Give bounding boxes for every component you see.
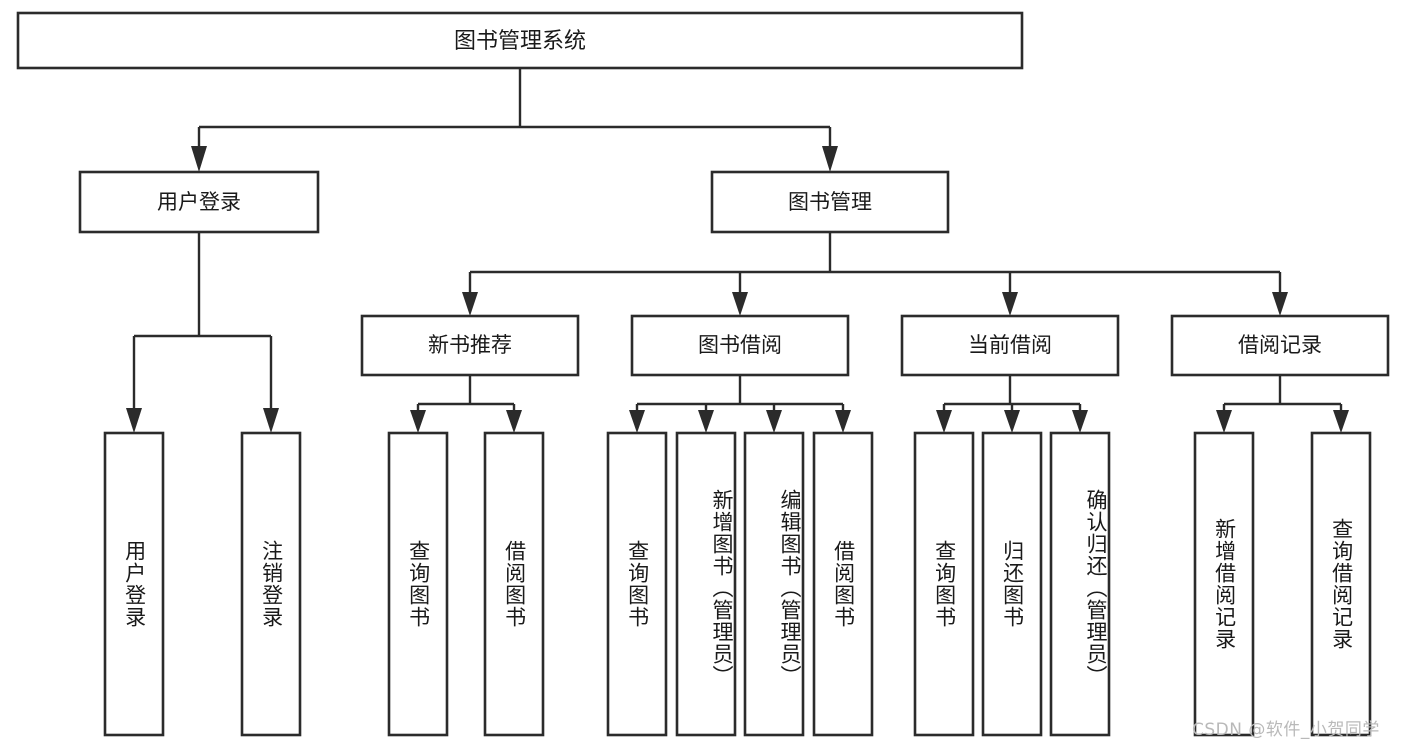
node-book-borrow-label: 图书借阅	[698, 333, 782, 357]
leaf-box-confirm-return-admin[interactable]	[1049, 431, 1111, 737]
leaf-box-borrow-book-2[interactable]	[812, 431, 874, 737]
connector-newbook-to-leaves	[410, 375, 522, 433]
arrow-head-borrowrecord-leaf1	[1216, 410, 1232, 433]
arrow-head-newbook-leaf2	[506, 410, 522, 433]
node-book-management-box[interactable]	[710, 170, 950, 234]
node-borrow-record-label: 借阅记录	[1238, 333, 1322, 357]
node-new-book-recommend-label: 新书推荐	[428, 333, 512, 357]
node-user-login-box[interactable]	[78, 170, 320, 234]
connector-currentborrow-to-leaves	[936, 375, 1088, 433]
leaf-box-add-book-admin[interactable]	[675, 431, 737, 737]
arrow-head-new-book	[462, 292, 478, 316]
node-new-book-recommend-box[interactable]	[360, 314, 580, 377]
arrow-head-current-borrow	[1002, 292, 1018, 316]
arrow-head-book-mgmt	[822, 146, 838, 172]
leaf-box-user-login[interactable]	[103, 431, 165, 737]
arrow-head-bookborrow-leaf3	[766, 410, 782, 433]
node-current-borrow-box[interactable]	[900, 314, 1120, 377]
leaf-box-query-borrow-record[interactable]	[1310, 431, 1372, 737]
leaf-box-logout[interactable]	[240, 431, 302, 737]
node-root[interactable]: 图书管理系统	[16, 11, 1024, 70]
arrow-head-bookborrow-leaf1	[629, 410, 645, 433]
arrow-head-borrow-record	[1272, 292, 1288, 316]
arrow-head-currentborrow-leaf2	[1004, 410, 1020, 433]
node-book-borrow[interactable]: 图书借阅	[630, 314, 850, 377]
node-current-borrow-label: 当前借阅	[968, 333, 1052, 357]
leaf-box-add-borrow-record[interactable]	[1193, 431, 1255, 737]
node-borrow-record-box[interactable]	[1170, 314, 1390, 377]
connector-userlogin-to-leaves	[126, 232, 279, 433]
node-root-box[interactable]	[16, 11, 1024, 70]
arrow-head-currentborrow-leaf3	[1072, 410, 1088, 433]
leaf-box-return-book[interactable]	[981, 431, 1043, 737]
leaf-box-edit-book-admin[interactable]	[743, 431, 805, 737]
arrow-head-book-borrow	[732, 292, 748, 316]
connector-root-to-level2	[191, 68, 838, 172]
node-user-login[interactable]: 用户登录	[78, 170, 320, 234]
arrow-head-bookborrow-leaf2	[698, 410, 714, 433]
leaf-box-query-book-1[interactable]	[387, 431, 449, 737]
leaf-box-query-book-2[interactable]	[606, 431, 668, 737]
node-root-label: 图书管理系统	[454, 29, 586, 54]
connector-borrowrecord-to-leaves	[1216, 375, 1349, 433]
node-current-borrow[interactable]: 当前借阅	[900, 314, 1120, 377]
node-user-login-label: 用户登录	[157, 190, 241, 214]
connector-bookborrow-to-leaves	[629, 375, 851, 433]
arrow-head-borrowrecord-leaf2	[1333, 410, 1349, 433]
node-borrow-record[interactable]: 借阅记录	[1170, 314, 1390, 377]
node-book-borrow-box[interactable]	[630, 314, 850, 377]
arrow-head-user-login	[191, 146, 207, 172]
arrow-head-newbook-leaf1	[410, 410, 426, 433]
arrow-head-currentborrow-leaf1	[936, 410, 952, 433]
arrow-head-leaf-user-login	[126, 408, 142, 433]
node-new-book-recommend[interactable]: 新书推荐	[360, 314, 580, 377]
leaf-box-borrow-book-1[interactable]	[483, 431, 545, 737]
arrow-head-bookborrow-leaf4	[835, 410, 851, 433]
leaf-box-query-book-3[interactable]	[913, 431, 975, 737]
node-book-management[interactable]: 图书管理	[710, 170, 950, 234]
csdn-watermark: CSDN @软件_小贺同学	[1192, 720, 1380, 740]
connector-bookmgmt-to-level3	[462, 232, 1288, 316]
node-book-management-label: 图书管理	[788, 190, 872, 214]
arrow-head-leaf-logout	[263, 408, 279, 433]
